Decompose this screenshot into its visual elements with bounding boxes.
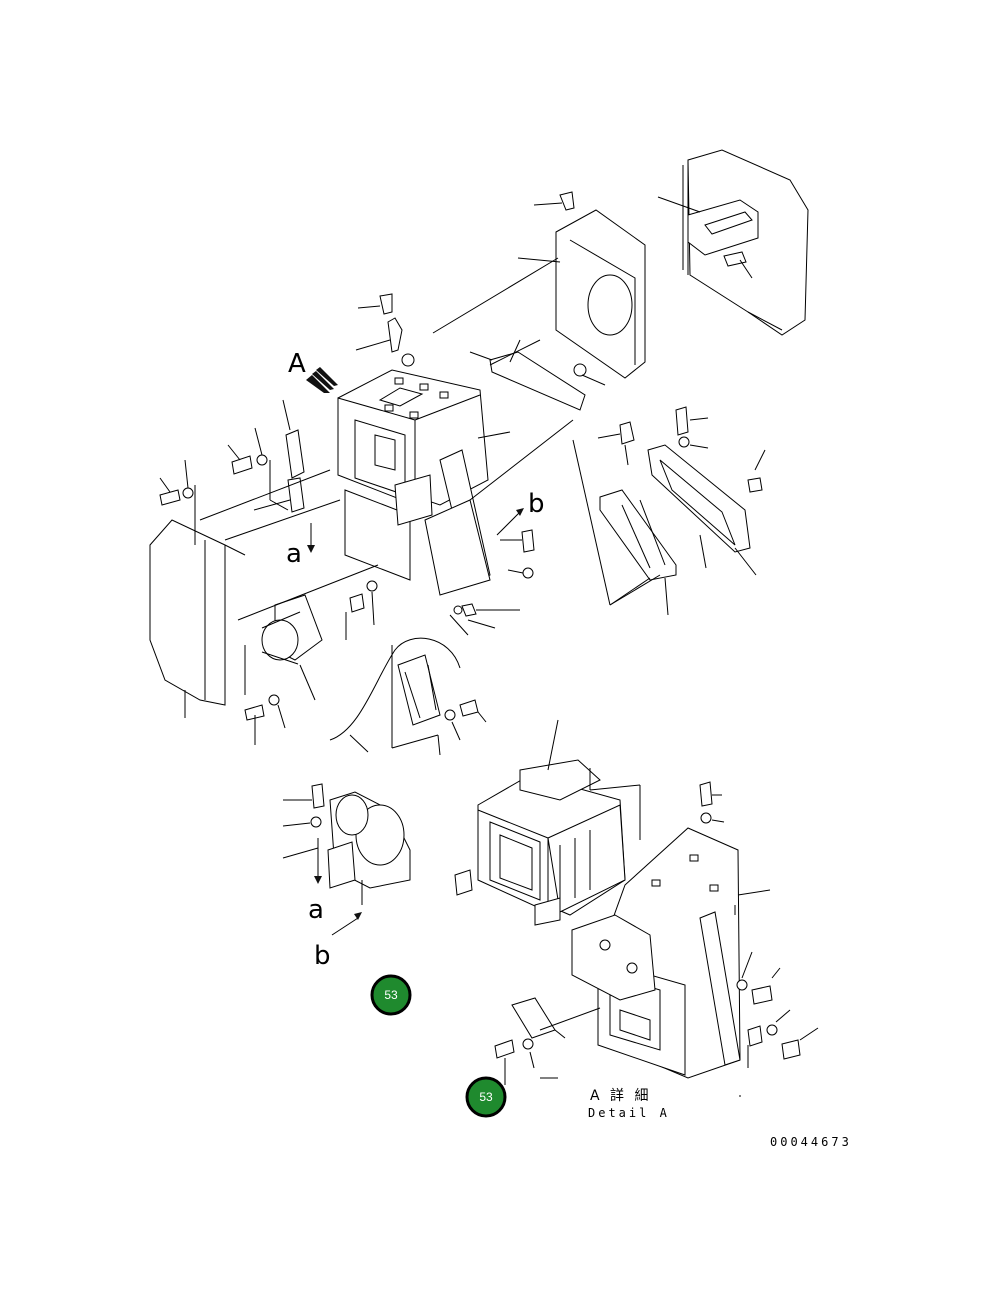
bracket-panel <box>657 149 809 336</box>
arrow-b-label-top: b <box>528 489 545 519</box>
housing-hardware <box>345 529 535 640</box>
callout-badge-53-upper[interactable]: 53 <box>370 974 412 1016</box>
detail-a-housing <box>494 781 819 1097</box>
left-cover <box>149 399 341 718</box>
arrow-b-label-bottom: b <box>314 941 331 971</box>
callout-badge-label: 53 <box>479 1090 493 1104</box>
arrow-a-label-bottom: a <box>308 895 324 925</box>
hose-bracket <box>329 637 487 756</box>
detail-caption-japanese: A 詳 細 <box>590 1088 651 1104</box>
heater-housing <box>337 293 574 596</box>
duct-frame <box>432 191 646 411</box>
detail-a-heater-unit <box>454 719 641 926</box>
callout-badge-53-lower[interactable]: 53 <box>465 1076 507 1118</box>
blower-motor: a b <box>282 783 411 971</box>
drawing-number: 00044673 <box>770 1135 852 1149</box>
callout-badge-label: 53 <box>384 988 398 1002</box>
view-a-label: A <box>288 349 306 379</box>
flow-arrows-top: a b <box>286 489 545 569</box>
detail-caption-english: Detail A <box>588 1106 670 1120</box>
arrow-a-label-top: a <box>286 539 302 569</box>
filter-assembly <box>572 406 766 616</box>
round-duct <box>237 564 379 745</box>
view-a-indicator: A <box>288 349 338 393</box>
